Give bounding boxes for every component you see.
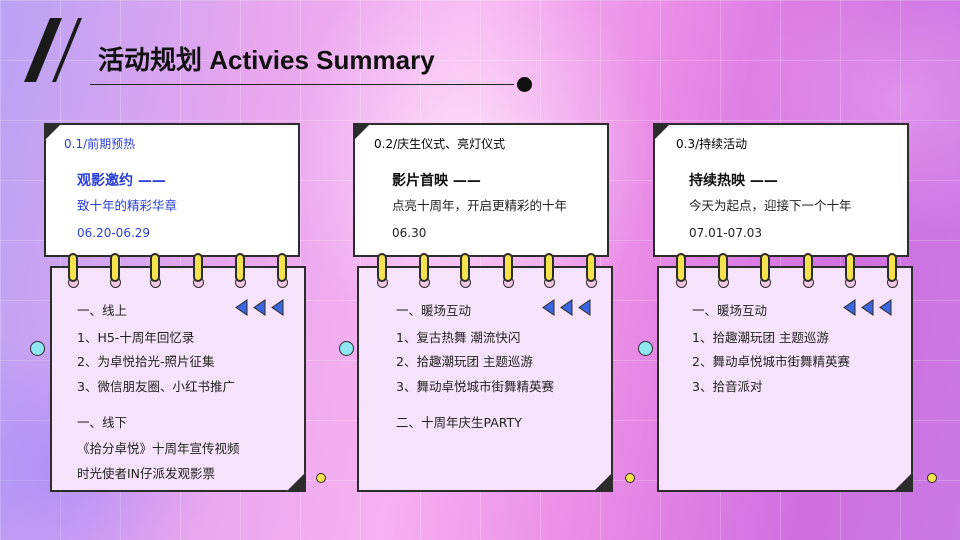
card-2-date: 06.30 bbox=[392, 226, 427, 240]
binder-ring bbox=[718, 253, 728, 282]
binder-ring bbox=[68, 253, 78, 282]
card-1-line: 一、线上 bbox=[77, 303, 128, 318]
card-2-line: 一、暖场互动 bbox=[396, 303, 472, 318]
binder-ring bbox=[845, 253, 855, 282]
page-title: 活动规划 Activies Summary bbox=[98, 45, 435, 75]
title-dot bbox=[517, 77, 532, 92]
card-1-line: 3、微信朋友圈、小红书推广 bbox=[77, 379, 235, 394]
binder-ring bbox=[676, 253, 686, 282]
decor-dot-cyan bbox=[30, 341, 45, 356]
decor-dot-cyan bbox=[638, 341, 653, 356]
binder-ring bbox=[460, 253, 470, 282]
decor-dot-yellow bbox=[316, 473, 326, 483]
binder-ring bbox=[544, 253, 554, 282]
card-2-top bbox=[353, 123, 609, 257]
binder-ring bbox=[193, 253, 203, 282]
slash-decoration-icon bbox=[24, 18, 82, 82]
card-2-line: 二、十周年庆生PARTY bbox=[396, 415, 522, 430]
triangles-icon bbox=[843, 299, 892, 316]
card-1-subtitle: 致十年的精彩华章 bbox=[77, 198, 178, 213]
card-2-heading: 影片首映 —— bbox=[392, 173, 481, 189]
card-1-tag: 0.1/前期预热 bbox=[64, 137, 136, 151]
card-1-line: 2、为卓悦拾光-照片征集 bbox=[77, 354, 215, 369]
triangles-icon bbox=[235, 299, 284, 316]
card-3-line: 1、拾趣潮玩团 主题巡游 bbox=[692, 330, 829, 345]
decor-dot-yellow bbox=[625, 473, 635, 483]
binder-ring bbox=[235, 253, 245, 282]
card-3-top bbox=[653, 123, 909, 257]
card-3-line: 一、暖场互动 bbox=[692, 303, 768, 318]
binder-ring bbox=[377, 253, 387, 282]
binder-ring bbox=[760, 253, 770, 282]
triangles-icon bbox=[542, 299, 591, 316]
binder-ring bbox=[503, 253, 513, 282]
binder-ring bbox=[110, 253, 120, 282]
binder-ring bbox=[150, 253, 160, 282]
card-2-line: 3、舞动卓悦城市街舞精英赛 bbox=[396, 379, 554, 394]
card-1-line: 《拾分卓悦》十周年宣传视频 bbox=[77, 441, 240, 456]
card-1-top bbox=[44, 123, 300, 257]
card-1-date: 06.20-06.29 bbox=[77, 226, 151, 240]
binder-ring bbox=[586, 253, 596, 282]
binder-ring bbox=[803, 253, 813, 282]
card-3-subtitle: 今天为起点，迎接下一个十年 bbox=[689, 198, 852, 213]
binder-ring bbox=[277, 253, 287, 282]
card-3-date: 07.01-07.03 bbox=[689, 226, 763, 240]
card-3-line: 2、舞动卓悦城市街舞精英赛 bbox=[692, 354, 850, 369]
card-1-heading: 观影邀约 —— bbox=[77, 173, 166, 189]
title-divider bbox=[90, 84, 514, 85]
card-1-line: 时光使者IN仔派发观影票 bbox=[77, 466, 216, 481]
card-3-heading: 持续热映 —— bbox=[689, 173, 778, 189]
binder-ring bbox=[419, 253, 429, 282]
card-2-tag: 0.2/庆生仪式、亮灯仪式 bbox=[374, 137, 506, 151]
card-3-line: 3、拾音派对 bbox=[692, 379, 763, 394]
decor-dot-yellow bbox=[927, 473, 937, 483]
card-2-line: 1、复古热舞 潮流快闪 bbox=[396, 330, 521, 345]
card-2-line: 2、拾趣潮玩团 主题巡游 bbox=[396, 354, 533, 369]
card-2-subtitle: 点亮十周年，开启更精彩的十年 bbox=[392, 198, 568, 213]
card-1-line: 一、线下 bbox=[77, 415, 128, 430]
card-3-tag: 0.3/持续活动 bbox=[676, 137, 748, 151]
decor-dot-cyan bbox=[339, 341, 354, 356]
card-1-line: 1、H5-十周年回忆录 bbox=[77, 330, 195, 345]
binder-ring bbox=[887, 253, 897, 282]
